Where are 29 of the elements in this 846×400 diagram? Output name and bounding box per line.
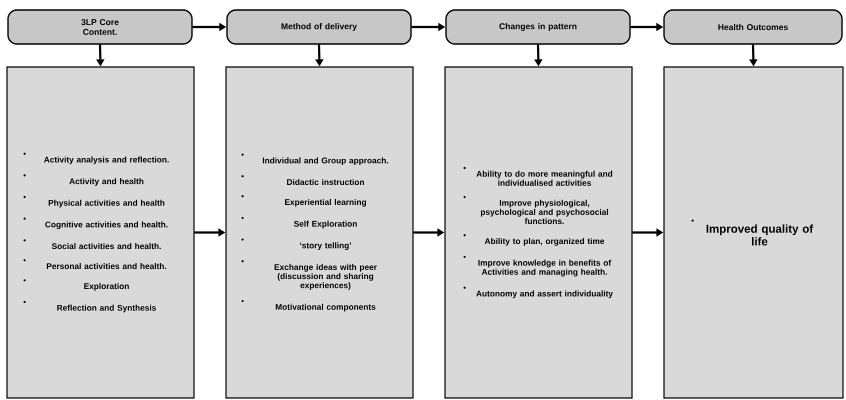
bullet-item: Personal activities and health. xyxy=(24,259,166,270)
bullet-item: Activity and health xyxy=(24,174,144,186)
bullet-item: Individual and Group approach. xyxy=(242,154,388,166)
bullet-item: Experiential learning xyxy=(242,195,366,207)
bullet-item: Cognitive activities and health. xyxy=(24,218,168,230)
bullet-item: Exchange ideas with peer (discussion and sharing experiences) xyxy=(242,260,377,290)
bullet-item: Improve knowledge in benefits of Activities and managing health. xyxy=(464,256,612,276)
bullet-item: Self Exploration xyxy=(242,216,357,228)
bullet-item: Autonomy and assert individuality xyxy=(464,286,613,298)
header-box: Changes in pattern xyxy=(445,9,631,45)
bullet-item: Improve physiological, psychological and psychosocial functions. xyxy=(464,196,608,224)
bullet-item: Exploration xyxy=(24,279,129,291)
bullet-item: Physical activities and health xyxy=(24,196,164,208)
content-box xyxy=(6,66,195,399)
bullet-item: Ability to plan, organized time xyxy=(464,234,604,246)
bullet-item: Activity analysis and reflection. xyxy=(24,152,169,164)
bullet-item: Motivational components xyxy=(242,300,376,312)
content-box xyxy=(225,66,414,399)
bullet-item: Didactic instruction xyxy=(242,175,364,186)
bullet-item: Ability to do more meaningful and individualised activities xyxy=(464,166,612,186)
bullet-item: ‘story telling’ xyxy=(242,238,351,250)
bullet-item: Reflection and Synthesis xyxy=(24,300,156,312)
bullet-item: Improved quality of life xyxy=(692,219,814,246)
header-box: Health Outcomes xyxy=(663,9,843,45)
header-box: 3LP Core Content. xyxy=(7,9,193,45)
content-box xyxy=(663,66,844,399)
header-box: Method of delivery xyxy=(226,9,412,45)
bullet-item: Social activities and health. xyxy=(24,239,161,250)
content-box xyxy=(444,66,633,399)
